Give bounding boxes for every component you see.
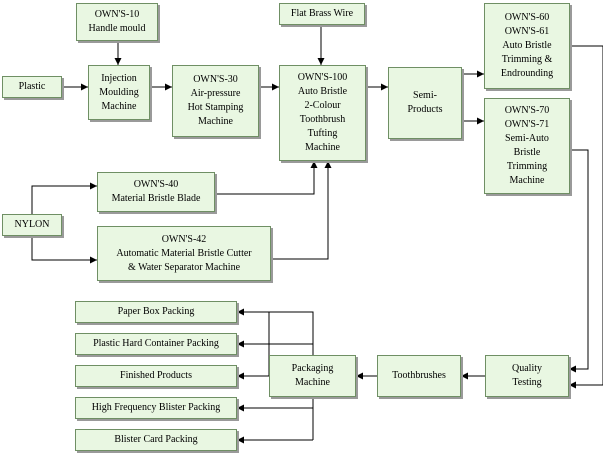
arrow-own42-to-tufting: [271, 161, 332, 260]
node-finished-products: Finished Products: [75, 365, 237, 387]
arrow-own40-to-tufting: [215, 161, 318, 195]
arrow-own70-to-quality: [569, 149, 589, 373]
arrow-own60-to-quality: [569, 45, 603, 389]
node-paper-box-packing: Paper Box Packing: [75, 301, 237, 323]
arrow-nylon-to-own40: [31, 182, 97, 214]
node-semi-products: Semi-Products: [388, 67, 462, 139]
node-blister-card-packing: Blister Card Packing: [75, 429, 237, 451]
node-toothbrushes: Toothbrushes: [377, 355, 461, 397]
node-flat-brass-wire: Flat Brass Wire: [279, 3, 365, 25]
arrow-nylon-to-own42: [31, 236, 97, 264]
node-nylon: NYLON: [2, 214, 62, 236]
node-high-frequency-blister-packing: High Frequency Blister Packing: [75, 397, 237, 419]
node-plastic-hard-container-packing: Plastic Hard Container Packing: [75, 333, 237, 355]
node-plastic: Plastic: [2, 76, 62, 98]
